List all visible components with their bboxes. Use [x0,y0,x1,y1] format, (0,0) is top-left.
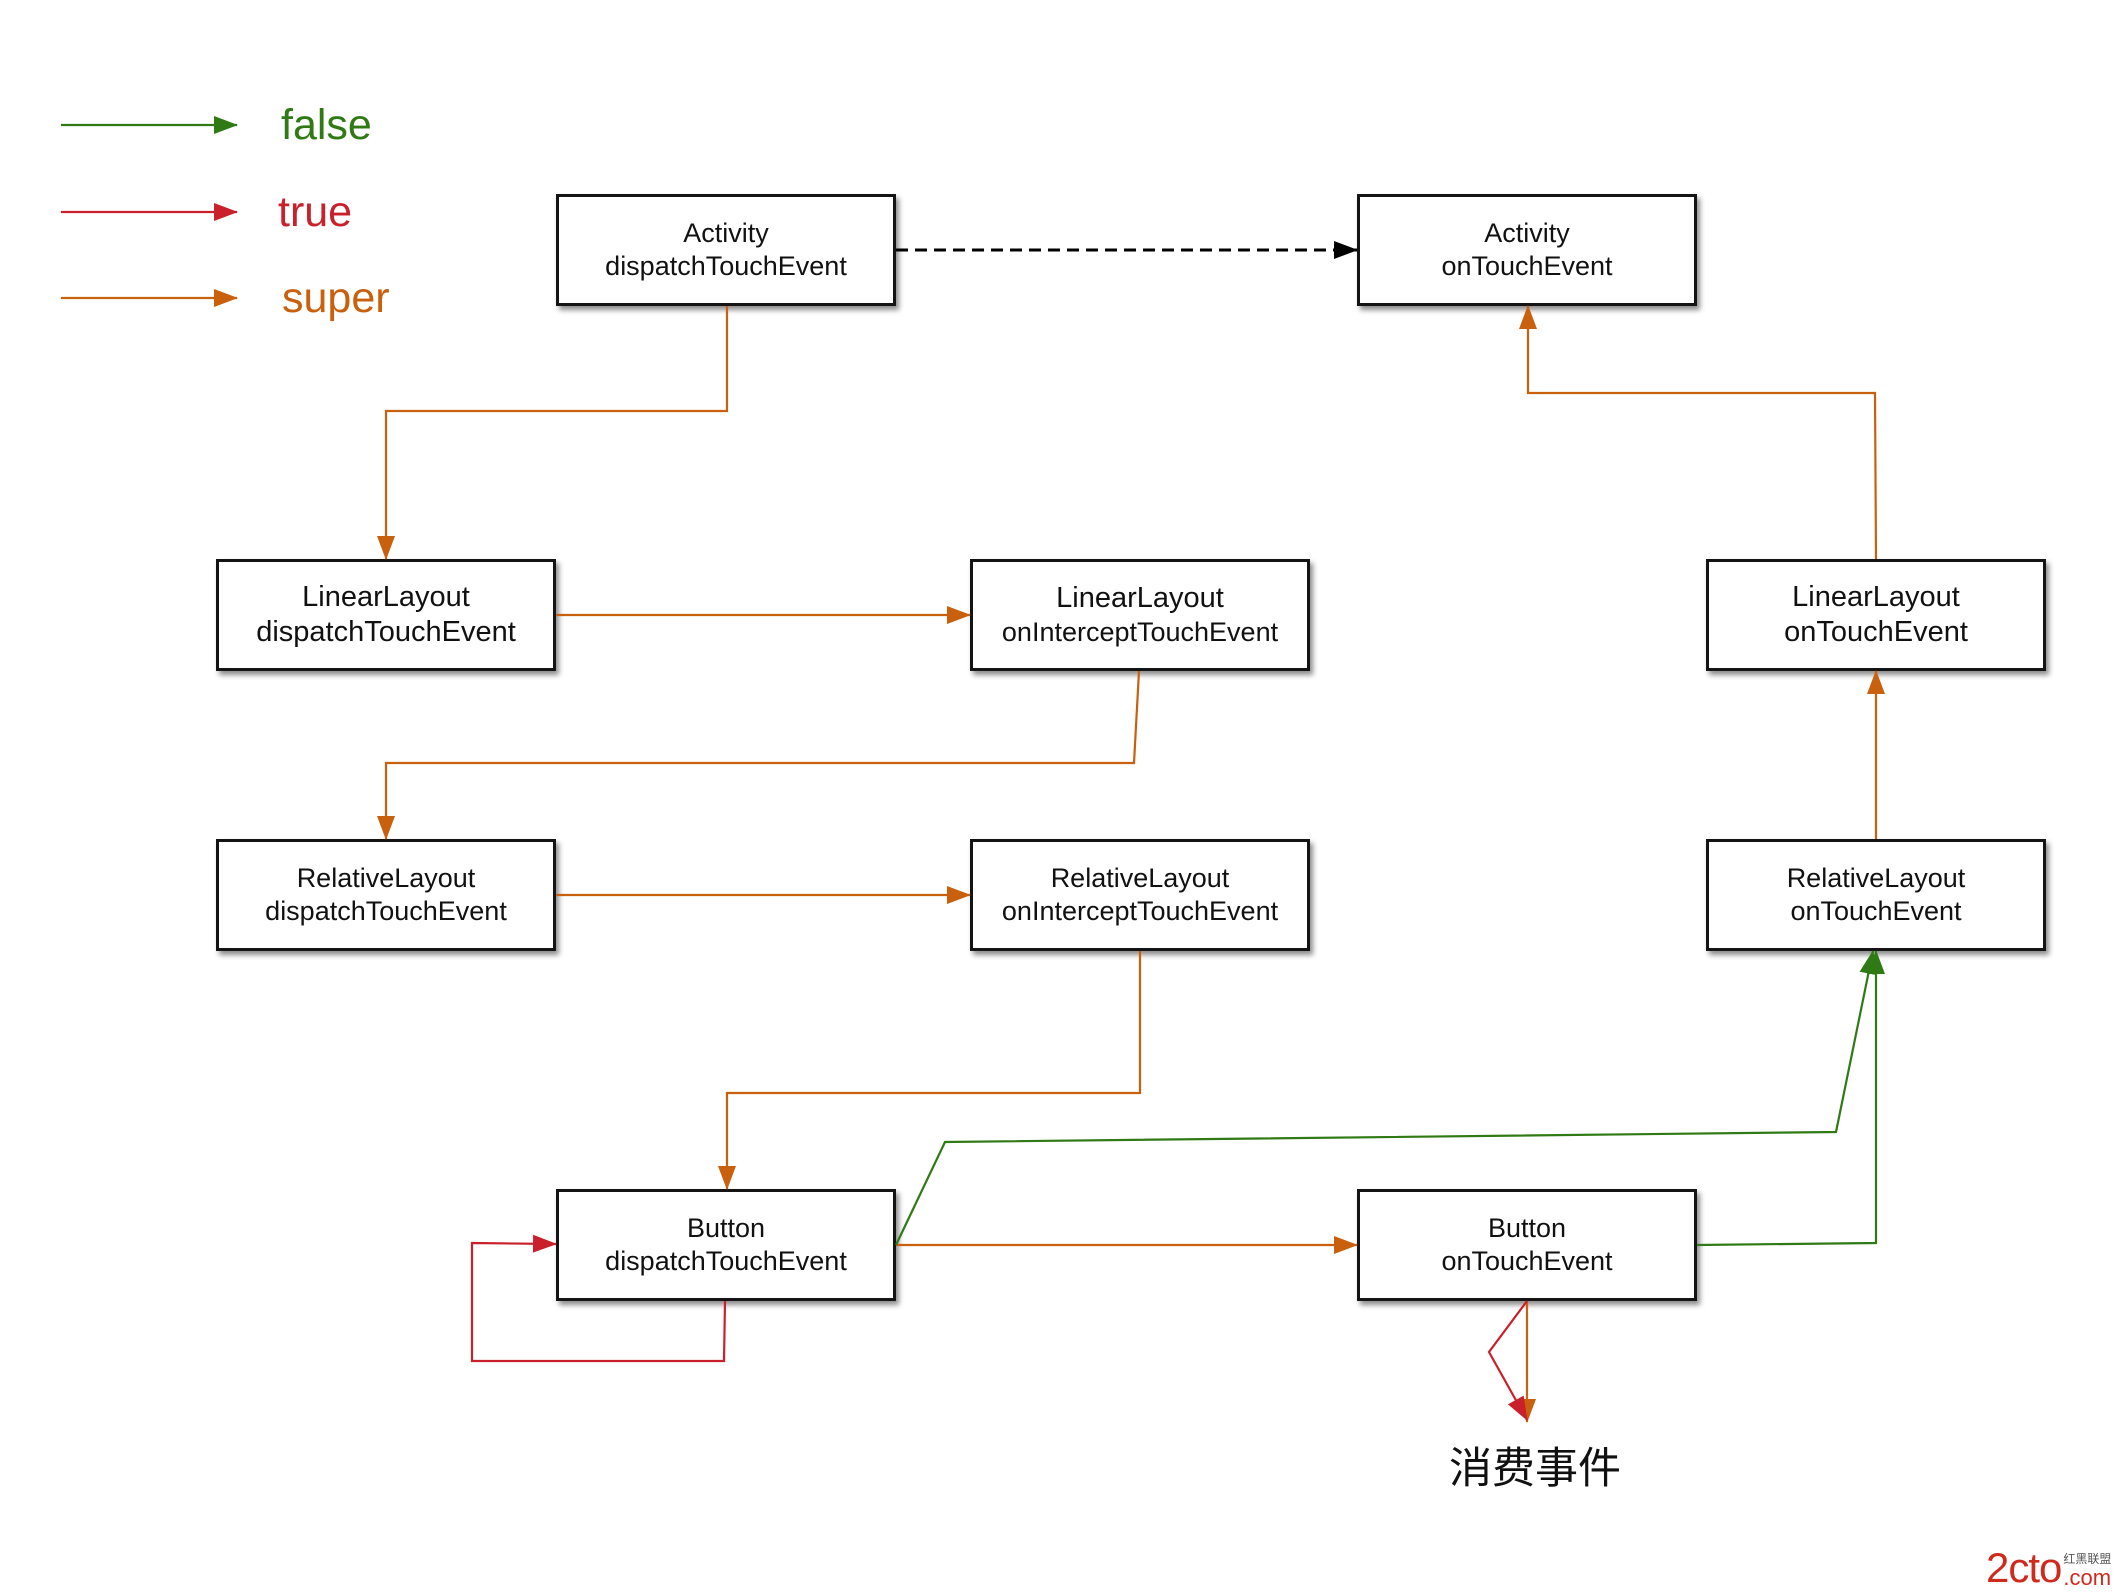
arrow-activity-dispatch-to-linear-dispatch [377,306,729,560]
box-title: LinearLayout [1792,580,1960,613]
box-method: onInterceptTouchEvent [1001,617,1279,648]
box-title: LinearLayout [1056,581,1224,614]
relative-dispatch-box: RelativeLayout dispatchTouchEvent [216,839,556,951]
activity-ontouch-box: Activity onTouchEvent [1357,194,1697,306]
box-method: dispatchTouchEvent [605,251,847,281]
linear-dispatch-box: LinearLayout dispatchTouchEvent [216,559,556,671]
box-method: onTouchEvent [1441,1246,1613,1276]
box-method: onTouchEvent [1790,896,1962,926]
box-title: Button [1487,1213,1567,1244]
legend-true-label: true [278,188,353,236]
box-method: dispatchTouchEvent [265,896,507,926]
box-method: onTouchEvent [1784,616,1968,648]
box-title: Activity [683,218,769,249]
legend-super-label: super [282,274,390,322]
arrow-linear-intercept-to-relative-dispatch [377,670,1141,840]
arrow-button-ontouch-true-to-consume [1487,1300,1528,1421]
arrow-relative-intercept-to-button-dispatch [718,951,1142,1190]
watermark-logo-text: 2cto [1986,1544,2062,1591]
relative-ontouch-box: RelativeLayout onTouchEvent [1706,839,2046,951]
button-ontouch-box: Button onTouchEvent [1357,1189,1697,1301]
box-title: RelativeLayout [1050,863,1230,894]
box-method: onTouchEvent [1441,251,1613,281]
legend-false-label: false [281,101,372,149]
button-dispatch-box: Button dispatchTouchEvent [556,1189,896,1301]
box-method: dispatchTouchEvent [256,616,516,648]
arrow-linear-ontouch-to-activity-ontouch [1519,305,1878,560]
activity-dispatch-box: Activity dispatchTouchEvent [556,194,896,306]
box-title: Button [686,1213,766,1244]
box-title: RelativeLayout [1786,863,1966,894]
box-title: Activity [1484,218,1570,249]
watermark-logo: 2cto 红黑联盟 .com [1986,1540,2120,1590]
relative-intercept-box: RelativeLayout onInterceptTouchEvent [970,839,1310,951]
box-title: RelativeLayout [296,863,476,894]
box-title: LinearLayout [302,580,470,613]
watermark-tagline: 红黑联盟 [2063,1552,2112,1566]
linear-ontouch-box: LinearLayout onTouchEvent [1706,559,2046,671]
watermark-right: 红黑联盟 .com [2063,1552,2111,1590]
linear-intercept-box: LinearLayout onInterceptTouchEvent [970,559,1310,671]
box-method: dispatchTouchEvent [605,1246,847,1276]
consume-event-label: 消费事件 [1449,1444,1621,1494]
box-method: onInterceptTouchEvent [1001,896,1279,926]
watermark-suffix: .com [2063,1565,2112,1590]
arrow-button-ontouch-false-to-relative-ontouch [1696,950,1885,1247]
